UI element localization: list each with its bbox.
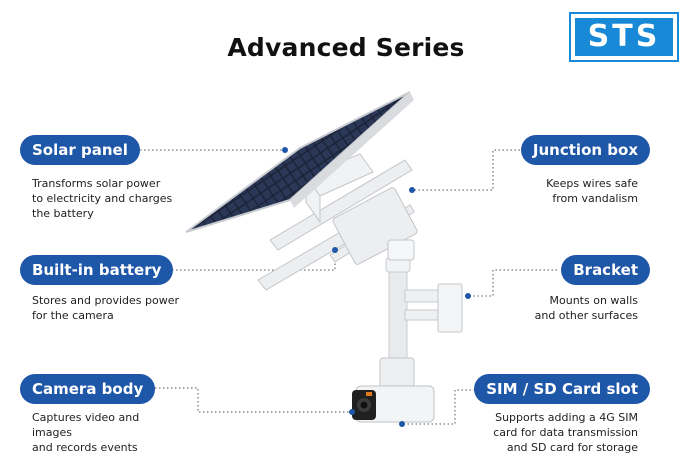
camera-body-label: Camera body — [20, 374, 156, 404]
dot-sim — [399, 421, 405, 427]
camera-shape — [352, 357, 435, 423]
solar-panel-desc-line: the battery — [32, 207, 94, 220]
sts-logo: STS — [569, 12, 679, 62]
bracket-label: Bracket — [561, 255, 650, 285]
bracket-desc-line: Mounts on walls — [549, 294, 638, 307]
solar-panel-shape — [185, 91, 414, 233]
camera-body-desc-line: and records events — [32, 441, 138, 454]
battery-desc-line: Stores and provides power — [32, 294, 180, 307]
sim-sd-slot-desc-line: and SD card for storage — [506, 441, 638, 454]
dot-junction — [409, 187, 415, 193]
battery-desc-line: for the camera — [32, 309, 114, 322]
battery-desc: Stores and provides power for the camera — [32, 293, 182, 323]
solar-panel-desc-line: to electricity and charges — [32, 192, 173, 205]
bracket-desc-line: and other surfaces — [534, 309, 638, 322]
sim-sd-slot-desc-line: card for data transmission — [493, 426, 638, 439]
dot-battery — [332, 247, 338, 253]
camera-body-desc: Captures video and images and records ev… — [32, 410, 182, 455]
junction-box-desc-line: from vandalism — [552, 192, 638, 205]
junction-box-label: Junction box — [520, 135, 650, 165]
solar-panel-desc: Transforms solar power to electricity an… — [32, 176, 182, 221]
sim-sd-slot-desc: Supports adding a 4G SIM card for data t… — [468, 410, 638, 455]
leader-bracket — [468, 269, 557, 297]
leader-sim — [402, 389, 475, 425]
dot-bracket — [465, 293, 471, 299]
anchor-dots — [282, 147, 471, 427]
dot-solar-panel — [282, 147, 288, 153]
junction-box-desc: Keeps wires safe from vandalism — [488, 176, 638, 206]
logo-text: STS — [575, 18, 673, 56]
sim-sd-slot-desc-line: Supports adding a 4G SIM — [495, 411, 638, 424]
camera-body-desc-line: Captures video and images — [32, 411, 140, 439]
leader-camera — [155, 387, 352, 413]
mount-frame — [257, 159, 418, 291]
pole — [388, 269, 408, 359]
bracket-arm — [404, 283, 463, 333]
bracket-desc: Mounts on walls and other surfaces — [488, 293, 638, 323]
leader-junction — [412, 149, 520, 191]
solar-panel-desc-line: Transforms solar power — [32, 177, 161, 190]
solar-panel-label: Solar panel — [20, 135, 140, 165]
battery-label: Built-in battery — [20, 255, 174, 285]
sim-sd-slot-label: SIM / SD Card slot — [474, 374, 650, 404]
page-title: Advanced Series — [227, 33, 465, 62]
junction-box-desc-line: Keeps wires safe — [546, 177, 638, 190]
dot-camera — [349, 409, 355, 415]
